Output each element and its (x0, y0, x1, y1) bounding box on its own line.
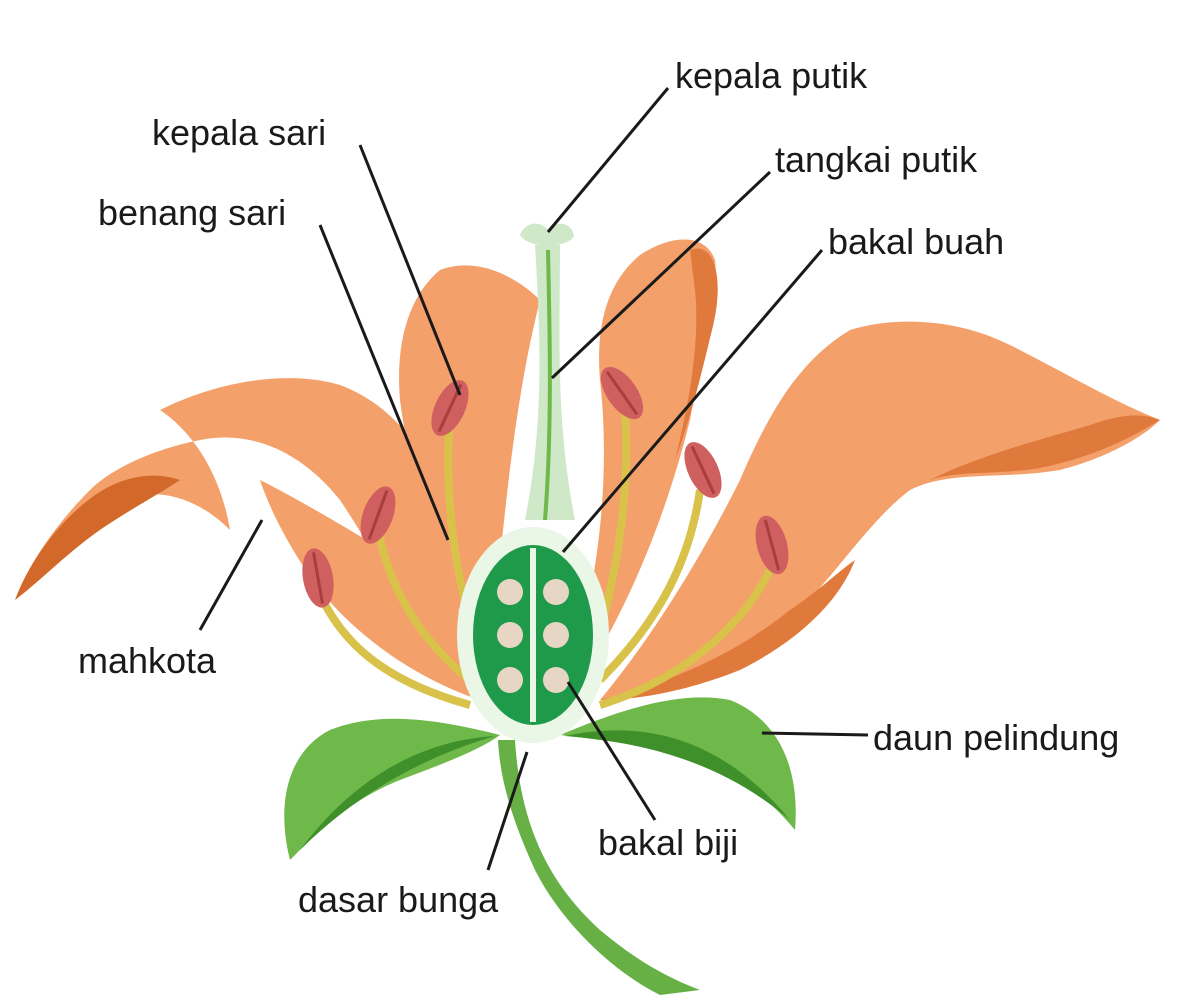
ovule (543, 667, 569, 693)
leader-tangkai-putik (550, 170, 772, 380)
label-daun-pelindung: daun pelindung (873, 717, 1119, 758)
filament (598, 568, 774, 709)
label-tangkai-putik: tangkai putik (775, 139, 978, 180)
leader-mahkota (198, 519, 264, 631)
label-benang-sari: benang sari (98, 192, 286, 233)
leader-kepala-putik (546, 87, 670, 233)
petal-back-left (399, 265, 540, 640)
leader-daun-pelindung (761, 731, 869, 737)
ovule (543, 579, 569, 605)
petal-right (600, 321, 1160, 700)
sepal-right-rib (565, 730, 790, 820)
anthers (302, 366, 789, 608)
ovules (497, 579, 569, 693)
sepal-right (560, 697, 796, 830)
ovule (497, 579, 523, 605)
stem (498, 740, 700, 995)
anther (755, 515, 789, 575)
ovule (497, 622, 523, 648)
petal-right-lower (600, 560, 855, 700)
label-bakal-biji: bakal biji (598, 822, 738, 863)
sepal-left (284, 718, 500, 860)
filament (596, 409, 631, 632)
anther (360, 486, 396, 544)
leader-benang-sari (318, 224, 450, 541)
labels: kepala putik kepala sari tangkai putik b… (78, 55, 1119, 920)
filament (314, 588, 472, 709)
pistil-style-line (543, 249, 552, 521)
anther (684, 442, 722, 498)
leader-kepala-sari (358, 144, 462, 396)
label-kepala-putik: kepala putik (675, 55, 868, 96)
ovule (543, 622, 569, 648)
leader-bakal-biji (566, 681, 657, 821)
petal-back-right (580, 239, 716, 650)
filament (374, 529, 473, 684)
anther (600, 366, 644, 420)
leader-bakal-buah (561, 249, 824, 553)
petal-left-fold (15, 475, 180, 600)
label-bakal-buah: bakal buah (828, 221, 1004, 262)
ovule (497, 667, 523, 693)
leader-dasar-bunga (486, 751, 529, 871)
leader-lines (198, 87, 869, 871)
anther (302, 548, 334, 608)
petal-back-right-shade (675, 248, 718, 460)
label-dasar-bunga: dasar bunga (298, 879, 499, 920)
filament (597, 489, 704, 683)
petal-right-shade (930, 415, 1160, 480)
label-mahkota: mahkota (78, 640, 217, 681)
label-kepala-sari: kepala sari (152, 112, 326, 153)
petal-left (15, 378, 470, 690)
pistil-stigma (520, 223, 574, 246)
petal-front-left (260, 480, 480, 700)
